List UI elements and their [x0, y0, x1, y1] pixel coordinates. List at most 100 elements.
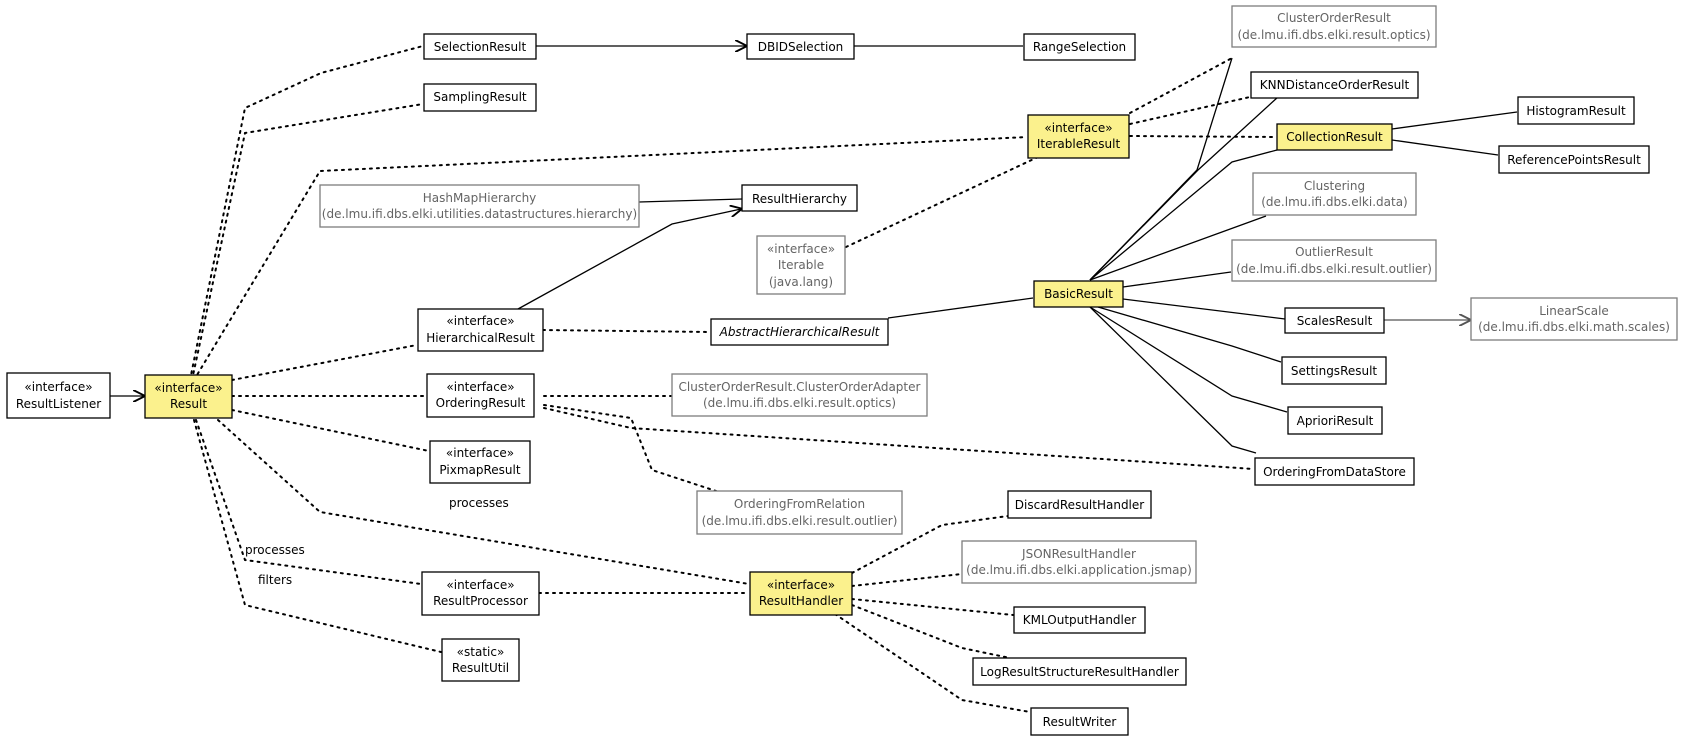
class-pixmapresult-name: PixmapResult — [439, 463, 520, 477]
class-aprioriresult-name: AprioriResult — [1297, 414, 1374, 428]
class-clusterorderresult-package: (de.lmu.ifi.dbs.elki.result.optics) — [1237, 28, 1430, 42]
class-selectionresult[interactable]: SelectionResult — [423, 33, 537, 60]
class-settingsresult-name: SettingsResult — [1291, 364, 1378, 378]
class-clusterorderresult[interactable]: ClusterOrderResult (de.lmu.ifi.dbs.elki.… — [1231, 5, 1437, 48]
class-dbidselection[interactable]: DBIDSelection — [746, 33, 855, 60]
class-discardresulthandler-name: DiscardResultHandler — [1015, 498, 1145, 512]
edge-iterableresult-knn — [1129, 96, 1251, 125]
edge-iterable-iterableresult — [845, 156, 1039, 248]
class-hashmaphierarchy-name: HashMapHierarchy — [423, 191, 537, 205]
class-abstracthierarchicalresult[interactable]: AbstractHierarchicalResult — [710, 318, 889, 346]
class-result[interactable]: «interface» Result — [144, 374, 233, 419]
class-clusterorderadapter-name: ClusterOrderResult.ClusterOrderAdapter — [679, 380, 921, 394]
class-resulthandler-name: ResultHandler — [759, 594, 843, 608]
edge-basic-clustering — [1089, 215, 1267, 281]
class-kmloutputhandler-name: KMLOutputHandler — [1023, 613, 1136, 627]
class-iterable-name: Iterable — [778, 258, 824, 272]
class-resultprocessor[interactable]: «interface» ResultProcessor — [421, 571, 540, 616]
class-linearscale[interactable]: LinearScale (de.lmu.ifi.dbs.elki.math.sc… — [1470, 297, 1678, 341]
edge-ordering-relation — [543, 404, 717, 492]
edge-basic-knn — [1089, 96, 1279, 281]
edge-basic-orderingfromdatastore — [1089, 306, 1257, 454]
class-scalesresult[interactable]: ScalesResult — [1284, 307, 1385, 334]
class-outlierresult[interactable]: OutlierResult (de.lmu.ifi.dbs.elki.resul… — [1231, 239, 1437, 282]
class-linearscale-name: LinearScale — [1539, 304, 1609, 318]
class-clustering-package: (de.lmu.ifi.dbs.elki.data) — [1261, 195, 1407, 209]
class-outlierresult-name: OutlierResult — [1295, 245, 1373, 259]
class-clusterorderresult-name: ClusterOrderResult — [1277, 11, 1391, 25]
class-histogramresult[interactable]: HistogramResult — [1517, 96, 1635, 125]
class-iterable-stereotype: «interface» — [767, 242, 835, 256]
edge-label-processes-handler: processes — [449, 496, 509, 510]
edge-abstract-basic — [887, 297, 1034, 319]
class-resultlistener[interactable]: «interface» ResultListener — [6, 372, 111, 419]
edge-hierarchical-resulthierarchy — [517, 209, 741, 310]
class-hierarchicalresult-stereotype: «interface» — [446, 314, 514, 328]
edge-basic-apriori — [1089, 306, 1288, 413]
edge-result-handler — [217, 419, 750, 585]
class-resulthandler[interactable]: «interface» ResultHandler — [749, 571, 853, 616]
edge-hierarchical-abstract — [542, 329, 711, 333]
class-selectionresult-name: SelectionResult — [434, 40, 527, 54]
class-referencepointsresult[interactable]: ReferencePointsResult — [1498, 145, 1650, 174]
class-result-name: Result — [170, 397, 207, 411]
edge-labels: processes processes filters — [245, 496, 509, 587]
class-knndistanceorderresult-name: KNNDistanceOrderResult — [1260, 78, 1410, 92]
class-hashmaphierarchy[interactable]: HashMapHierarchy (de.lmu.ifi.dbs.elki.ut… — [319, 184, 640, 228]
class-iterableresult-name: IterableResult — [1037, 137, 1121, 151]
class-result-stereotype: «interface» — [154, 381, 222, 395]
edge-label-filters: filters — [258, 573, 292, 587]
class-kmloutputhandler[interactable]: KMLOutputHandler — [1013, 606, 1146, 634]
class-basicresult[interactable]: BasicResult — [1033, 280, 1124, 308]
class-orderingfromdatastore-name: OrderingFromDataStore — [1263, 465, 1406, 479]
class-iterableresult[interactable]: «interface» IterableResult — [1027, 114, 1130, 159]
class-linearscale-package: (de.lmu.ifi.dbs.elki.math.scales) — [1478, 320, 1670, 334]
class-orderingfromrelation[interactable]: OrderingFromRelation (de.lmu.ifi.dbs.elk… — [696, 490, 903, 535]
edge-basic-scales — [1122, 298, 1286, 320]
class-orderingresult[interactable]: «interface» OrderingResult — [426, 373, 535, 418]
edge-result-iterable — [193, 136, 1028, 381]
class-pixmapresult-stereotype: «interface» — [446, 446, 514, 460]
class-referencepointsresult-name: ReferencePointsResult — [1507, 153, 1641, 167]
class-iterable-package: (java.lang) — [769, 275, 833, 289]
class-orderingfromdatastore[interactable]: OrderingFromDataStore — [1254, 457, 1415, 486]
class-iterable[interactable]: «interface» Iterable (java.lang) — [756, 235, 846, 295]
class-clustering[interactable]: Clustering (de.lmu.ifi.dbs.elki.data) — [1252, 172, 1417, 216]
class-dbidselection-name: DBIDSelection — [758, 40, 844, 54]
class-clusterorderadapter[interactable]: ClusterOrderResult.ClusterOrderAdapter (… — [671, 373, 928, 417]
class-hashmaphierarchy-package: (de.lmu.ifi.dbs.elki.utilities.datastruc… — [322, 207, 637, 221]
class-basicresult-name: BasicResult — [1044, 287, 1113, 301]
class-rangeselection-name: RangeSelection — [1033, 40, 1126, 54]
edge-result-hierarchical — [231, 344, 418, 381]
class-resultutil-stereotype: «static» — [457, 645, 505, 659]
class-samplingresult[interactable]: SamplingResult — [423, 83, 537, 112]
edge-basic-outlier — [1122, 271, 1232, 288]
class-orderingfromrelation-name: OrderingFromRelation — [734, 497, 865, 511]
class-hierarchicalresult[interactable]: «interface» HierarchicalResult — [417, 308, 544, 352]
class-knndistanceorderresult[interactable]: KNNDistanceOrderResult — [1250, 71, 1419, 99]
edge-handler-kml — [851, 598, 1014, 616]
edge-iterableresult-clusterorderresult — [1129, 57, 1233, 114]
edge-ordering-datastore — [543, 407, 1255, 470]
class-resultwriter[interactable]: ResultWriter — [1030, 707, 1129, 736]
edge-basic-settings — [1097, 306, 1282, 363]
class-jsonresulthandler[interactable]: JSONResultHandler (de.lmu.ifi.dbs.elki.a… — [961, 540, 1197, 584]
class-aprioriresult[interactable]: AprioriResult — [1287, 406, 1383, 435]
edge-result-selection — [189, 45, 424, 381]
class-rangeselection[interactable]: RangeSelection — [1023, 33, 1136, 61]
class-collectionresult[interactable]: CollectionResult — [1276, 123, 1393, 151]
class-abstracthierarchicalresult-name: AbstractHierarchicalResult — [719, 325, 881, 339]
class-logresultstructureresulthandler[interactable]: LogResultStructureResultHandler — [972, 657, 1187, 686]
class-resultutil[interactable]: «static» ResultUtil — [441, 638, 520, 682]
edge-result-pixmap — [231, 409, 430, 452]
edge-result-sampling — [191, 103, 424, 381]
class-settingsresult[interactable]: SettingsResult — [1281, 356, 1387, 385]
edge-handler-writer — [834, 613, 1031, 713]
class-resultlistener-name: ResultListener — [16, 397, 101, 411]
class-pixmapresult[interactable]: «interface» PixmapResult — [429, 440, 531, 484]
edge-collection-referencepoints — [1391, 139, 1499, 156]
class-resulthierarchy[interactable]: ResultHierarchy — [741, 184, 858, 212]
class-resultutil-name: ResultUtil — [452, 661, 509, 675]
class-discardresulthandler[interactable]: DiscardResultHandler — [1007, 490, 1152, 519]
